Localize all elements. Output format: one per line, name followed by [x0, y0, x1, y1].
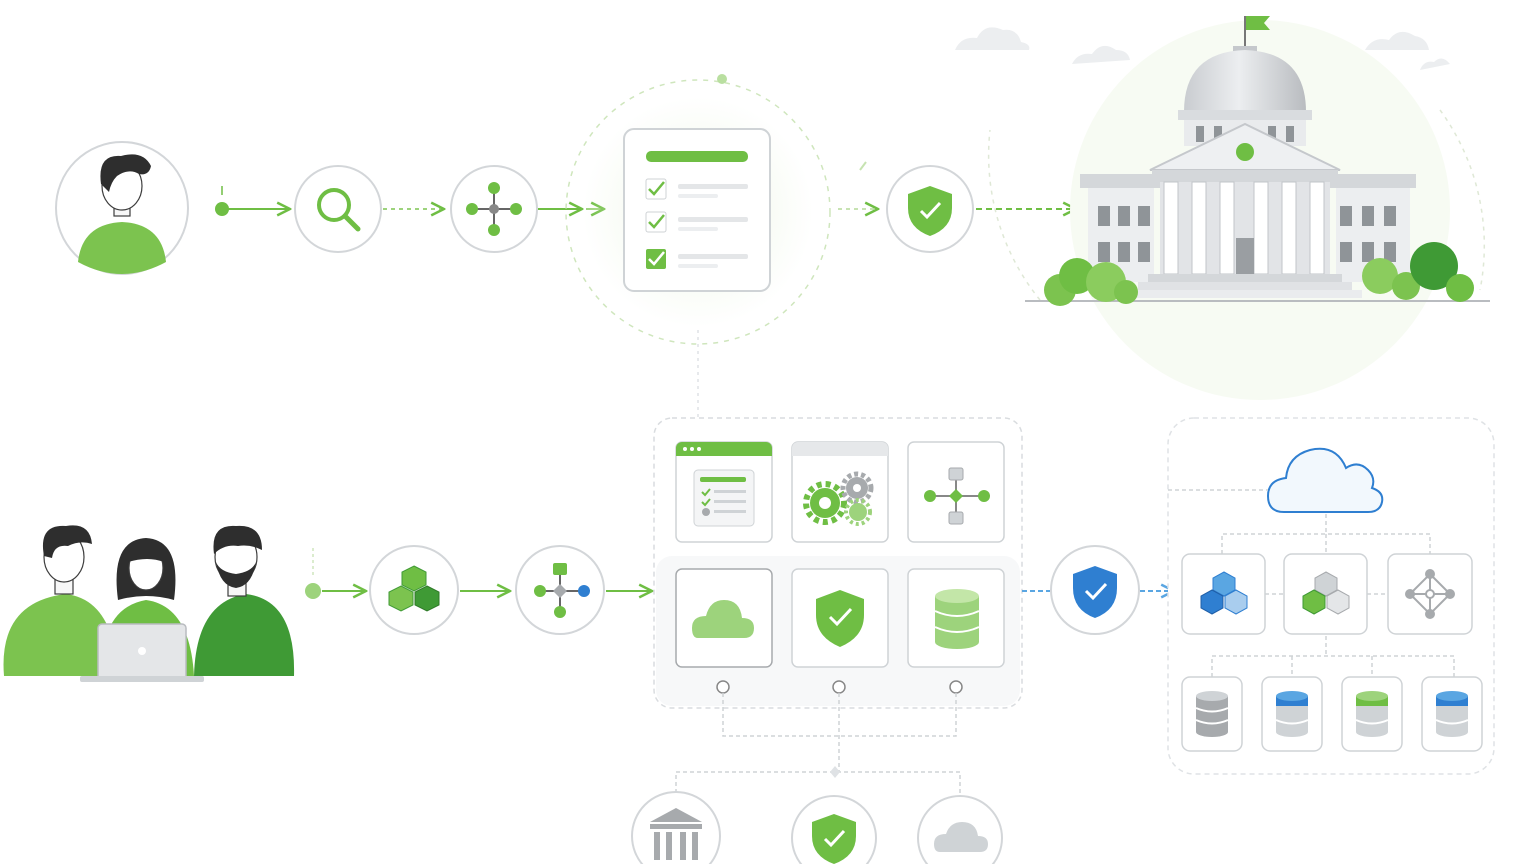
network-hub-icon [466, 182, 522, 236]
workflow-icon [534, 563, 590, 618]
start-dot [215, 202, 229, 216]
shield-check-icon [816, 590, 864, 647]
modules-node [369, 545, 459, 635]
output-connectors [675, 693, 961, 800]
gears-icon [803, 471, 874, 526]
network-hub-node [450, 165, 538, 253]
service-grid-panel [653, 417, 1023, 709]
cloud-icon [692, 600, 754, 638]
search-icon [317, 188, 361, 232]
institution-icon [650, 808, 702, 860]
checklist-icon [645, 151, 748, 269]
government-building-node [987, 16, 1490, 400]
infra-storage-blue-2 [1421, 676, 1483, 752]
shield-check-icon [812, 814, 856, 864]
checklist-form-node [565, 74, 831, 345]
blue-database-icon [1435, 691, 1469, 737]
green-cubes-icon [1302, 571, 1350, 615]
service-tile-cloud [675, 568, 773, 668]
search-node [294, 165, 382, 253]
individual-user-node [55, 141, 189, 275]
green-database-icon [1355, 691, 1389, 737]
infra-service-network [1387, 553, 1473, 635]
cloud-icon [934, 822, 988, 852]
team-start-dot [305, 583, 321, 599]
infra-storage-gray [1181, 676, 1243, 752]
service-tile-flowchart [907, 441, 1005, 543]
blue-shield-check-icon [1073, 566, 1117, 618]
capitol-building-icon [1025, 16, 1490, 302]
browser-form-icon [683, 447, 755, 527]
network-icon [1405, 569, 1455, 619]
cloud-infrastructure-panel [1167, 417, 1495, 775]
service-tile-gears [791, 441, 889, 543]
trees-decoration [1044, 242, 1474, 306]
team-laptop-icon [3, 525, 295, 682]
service-tile-browser-form [675, 441, 773, 543]
infra-storage-blue-1 [1261, 676, 1323, 752]
security-gateway-node [1050, 545, 1140, 635]
blue-database-icon [1275, 691, 1309, 737]
infra-storage-green [1341, 676, 1403, 752]
gray-database-icon [1195, 691, 1229, 737]
service-tile-database [907, 568, 1005, 668]
cloud-icon [1266, 447, 1384, 513]
flowchart-icon [924, 467, 990, 525]
infra-service-blue-cubes [1181, 553, 1266, 635]
sky-clouds [955, 27, 1450, 70]
cubes-icon [388, 565, 440, 612]
workflow-node [515, 545, 605, 635]
person-icon [78, 154, 166, 274]
service-tile-shield [791, 568, 889, 668]
shield-check-icon [908, 186, 952, 236]
infra-service-green-cubes [1283, 553, 1368, 635]
database-icon [934, 589, 980, 649]
output-shield-node [791, 795, 877, 864]
output-cloud-node [917, 795, 1003, 864]
infrastructure-connectors [1168, 489, 1455, 677]
blue-cubes-icon [1200, 571, 1248, 615]
verification-node [886, 165, 974, 253]
team-node [3, 525, 295, 682]
output-institution-node [631, 791, 721, 864]
